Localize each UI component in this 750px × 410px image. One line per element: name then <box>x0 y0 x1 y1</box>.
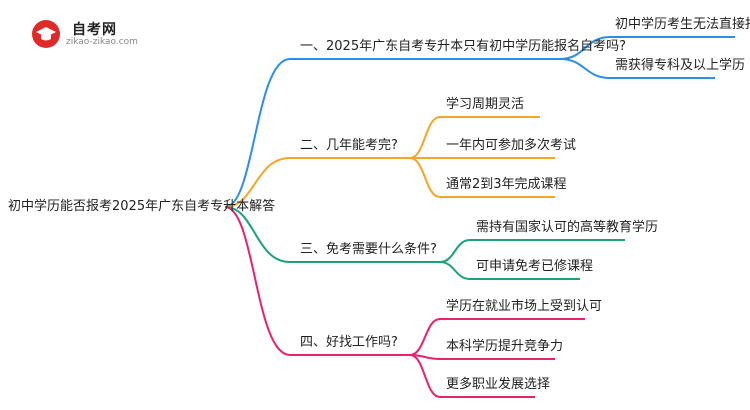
root-to-branch-1-line <box>224 58 560 208</box>
branch-4-to-leaf-3-line <box>409 354 535 398</box>
branch-1-to-leaf-1-line <box>559 36 735 60</box>
branch-3-to-leaf-2-line <box>439 261 580 280</box>
branch-3-to-leaf-1-line <box>439 239 625 263</box>
root-to-branch-2-line <box>224 157 410 208</box>
branch-1-leaf-2: 需获得专科及以上学历 <box>615 58 746 73</box>
branch-2-to-leaf-1-line <box>409 116 540 159</box>
branch-1-to-leaf-2-line <box>559 58 715 79</box>
branch-4-leaf-2: 本科学历提升竞争力 <box>446 339 564 354</box>
branch-3-label: 三、免考需要什么条件? <box>300 242 437 257</box>
root-topic: 初中学历能否报考2025年广东自考专升本解答 <box>8 199 276 214</box>
branch-4-label: 四、好找工作吗? <box>300 335 398 350</box>
branch-2-label: 二、几年能考完? <box>300 138 398 153</box>
branch-4-to-leaf-2-line <box>409 354 555 360</box>
branch-2-leaf-2: 一年内可参加多次考试 <box>446 138 577 153</box>
graduation-cap-icon <box>32 20 60 48</box>
logo-name: 自考网 <box>72 22 117 38</box>
branch-4-leaf-3: 更多职业发展选择 <box>446 377 551 392</box>
branch-1-leaf-1: 初中学历考生无法直接报名 <box>615 17 750 32</box>
branch-2-to-leaf-3-line <box>409 157 555 198</box>
branch-3-leaf-2: 可申请免考已修课程 <box>476 259 594 274</box>
logo-url: zikao-zikao.com <box>66 37 138 47</box>
root-to-branch-4-line <box>224 206 410 356</box>
branch-4-leaf-1: 学历在就业市场上受到认可 <box>446 299 603 314</box>
branch-1-label: 一、2025年广东自考专升本只有初中学历能报名自考吗? <box>300 39 626 54</box>
branch-3-leaf-1: 需持有国家认可的高等教育学历 <box>476 220 659 235</box>
branch-2-leaf-1: 学习周期灵活 <box>446 97 525 112</box>
branch-4-to-leaf-1-line <box>409 318 585 356</box>
root-to-branch-3-line <box>224 206 440 263</box>
branch-2-leaf-3: 通常2到3年完成课程 <box>446 177 567 192</box>
site-logo: 自考网 zikao-zikao.com <box>28 18 148 52</box>
